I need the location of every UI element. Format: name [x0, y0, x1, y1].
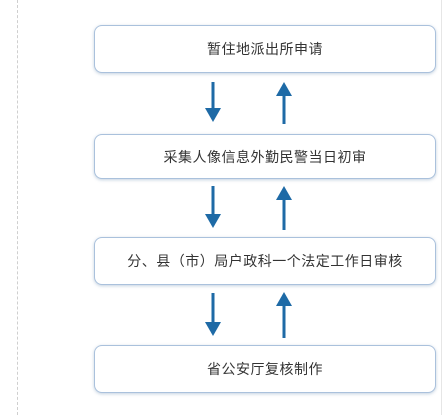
step-box-application: 暂住地派出所申请 [94, 25, 436, 73]
arrow-down-icon [205, 82, 221, 122]
step-label: 分、县（市）局户政科一个法定工作日审核 [127, 254, 403, 270]
arrow-down-icon [205, 293, 221, 336]
step-box-collect-photo: 采集人像信息外勤民警当日初审 [94, 134, 436, 179]
arrow-up-icon [276, 292, 292, 338]
step-box-province-verify: 省公安厅复核制作 [94, 345, 436, 393]
arrow-up-icon [276, 82, 292, 124]
left-dashed-divider [17, 0, 18, 415]
arrow-down-icon [205, 186, 221, 228]
step-label: 采集人像信息外勤民警当日初审 [163, 149, 367, 166]
step-label: 暂住地派出所申请 [207, 42, 323, 58]
step-label: 省公安厅复核制作 [207, 362, 323, 378]
step-box-county-review: 分、县（市）局户政科一个法定工作日审核 [94, 237, 436, 285]
arrow-up-icon [276, 186, 292, 230]
right-border-line [441, 0, 442, 415]
